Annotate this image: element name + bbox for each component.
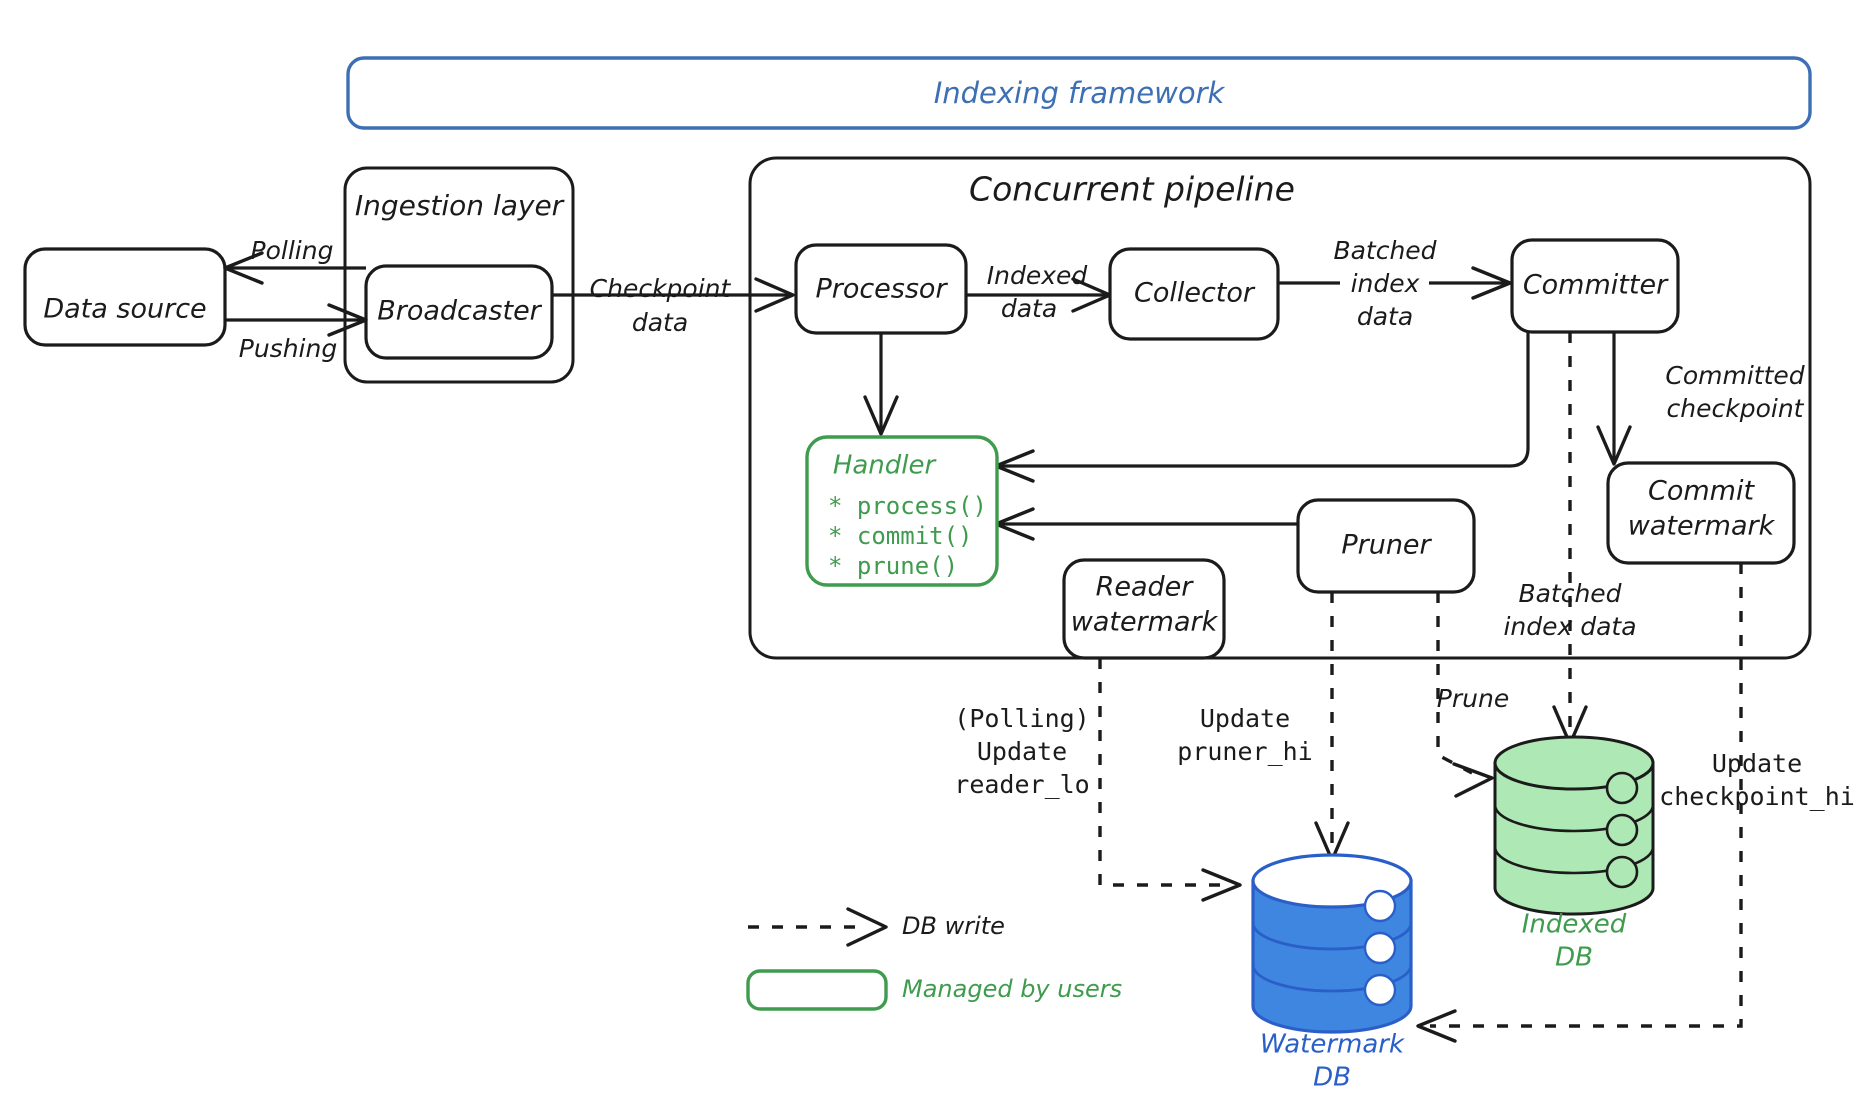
commit-watermark-box[interactable]	[1606, 461, 1796, 565]
legend-managed-swatch	[746, 969, 888, 1011]
node-reader-watermark[interactable]: Reader watermark	[1062, 558, 1226, 660]
indexed-db-label-line2: DB	[1555, 943, 1593, 973]
watermark-db-band-1	[1251, 922, 1413, 951]
batched-index-data-line2: index	[1351, 269, 1420, 298]
dbwrite-prune: Prune	[1436, 592, 1509, 798]
concurrent-pipeline-border	[748, 156, 1812, 660]
ingestion-layer-group: Ingestion layer	[343, 166, 575, 384]
checkpoint-hi-line1: Update	[1712, 749, 1802, 778]
reader-lo-line2: Update	[977, 737, 1067, 766]
handler-method-commit: * commit()	[828, 522, 973, 550]
ingestion-layer-border	[343, 166, 575, 384]
edge-indexed-data: Indexed data	[967, 261, 1112, 323]
batched-index-data-line3: data	[1357, 302, 1413, 331]
indexed-db-indicator-3	[1605, 855, 1639, 889]
legend-item-db-write: DB write	[748, 907, 1005, 947]
dbwrite-pruner-hi: Update pruner_hi	[1177, 592, 1350, 862]
checkpoint-hi-line2: checkpoint_hi	[1659, 782, 1855, 811]
edge-pushing: Pushing	[226, 303, 368, 363]
broadcaster-box[interactable]	[364, 264, 554, 360]
watermark-db-label-line1: Watermark	[1260, 1030, 1405, 1060]
edge-pruner-to-handler	[994, 507, 1297, 541]
database-watermark-db[interactable]: Watermark DB	[1251, 853, 1413, 1093]
collector-box[interactable]	[1108, 247, 1280, 341]
node-committer[interactable]: Committer	[1510, 238, 1680, 334]
collector-label: Collector	[1134, 278, 1256, 309]
indexed-db-indicator-1	[1605, 771, 1639, 805]
node-pruner[interactable]: Pruner	[1296, 498, 1476, 594]
committed-checkpoint-line1: Committed	[1665, 361, 1804, 390]
handler-title: Handler	[833, 451, 938, 481]
handler-box[interactable]	[805, 435, 999, 587]
ingestion-layer-label: Ingestion layer	[355, 189, 565, 222]
committed-checkpoint-line2: checkpoint	[1667, 394, 1805, 423]
commit-watermark-line1: Commit	[1648, 476, 1755, 507]
batched-index-data2-line2: index data	[1503, 612, 1636, 641]
watermark-db-indicator-3	[1363, 973, 1397, 1007]
dbwrite-batched-index-data: Batched index data	[1503, 332, 1637, 746]
edge-committed-checkpoint: Committed checkpoint	[1596, 332, 1805, 466]
broadcaster-label: Broadcaster	[377, 296, 542, 327]
node-handler[interactable]: Handler * process() * commit() * prune()	[805, 435, 999, 587]
committer-label: Committer	[1523, 270, 1669, 301]
commit-watermark-line2: watermark	[1628, 511, 1776, 542]
node-broadcaster[interactable]: Broadcaster	[364, 264, 554, 360]
processor-box[interactable]	[794, 243, 968, 335]
indexed-data-label-line2: data	[1001, 294, 1057, 323]
indexing-framework-frame: Indexing framework	[346, 56, 1812, 130]
reader-lo-line3: reader_lo	[954, 770, 1089, 799]
dbwrite-checkpoint-hi: Update checkpoint_hi	[1416, 563, 1855, 1043]
committer-box[interactable]	[1510, 238, 1680, 334]
checkpoint-data-label-line2: data	[632, 308, 688, 337]
node-commit-watermark[interactable]: Commit watermark	[1606, 461, 1796, 565]
pruner-label: Pruner	[1341, 530, 1432, 561]
node-processor[interactable]: Processor	[794, 243, 968, 335]
watermark-db-indicator-1	[1363, 889, 1397, 923]
node-data-source[interactable]: Data source	[23, 247, 227, 347]
handler-method-prune: * prune()	[828, 552, 958, 580]
polling-label: Polling	[251, 236, 334, 265]
concurrent-pipeline-title: Concurrent pipeline	[969, 170, 1295, 209]
pruner-hi-line2: pruner_hi	[1177, 737, 1312, 766]
edge-committer-to-handler	[994, 332, 1530, 483]
watermark-db-indicator-2	[1363, 931, 1397, 965]
legend-item-managed-by-users: Managed by users	[746, 969, 1122, 1011]
legend-db-write-label: DB write	[902, 912, 1005, 940]
edge-batched-index-data: Batched index data	[1279, 236, 1512, 331]
checkpoint-data-label-line1: Checkpoint	[590, 274, 732, 303]
reader-lo-line1: (Polling)	[954, 704, 1089, 733]
prune-label: Prune	[1437, 684, 1509, 713]
indexed-db-label-line1: Indexed	[1522, 910, 1627, 940]
processor-label: Processor	[815, 274, 948, 305]
batched-index-data-line1: Batched	[1333, 236, 1436, 265]
indexed-db-indicator-2	[1605, 813, 1639, 847]
database-indexed-db[interactable]: Indexed DB	[1493, 735, 1655, 973]
node-collector[interactable]: Collector	[1108, 247, 1280, 341]
indexed-data-label-line1: Indexed	[987, 261, 1088, 290]
pushing-label: Pushing	[239, 334, 337, 363]
reader-watermark-line1: Reader	[1096, 572, 1195, 603]
indexed-db-band-2	[1493, 846, 1655, 875]
pruner-box[interactable]	[1296, 498, 1476, 594]
watermark-db-label-line2: DB	[1313, 1063, 1351, 1093]
indexing-framework-title: Indexing framework	[934, 76, 1226, 110]
edge-processor-to-handler	[863, 334, 899, 436]
indexed-db-band-1	[1493, 804, 1655, 833]
data-source-box[interactable]	[23, 247, 227, 347]
indexing-framework-border	[346, 56, 1812, 130]
legend-managed-label: Managed by users	[902, 975, 1122, 1003]
pruner-hi-line1: Update	[1200, 704, 1290, 733]
legend: DB write Managed by users	[746, 907, 1122, 1011]
edge-checkpoint-data: Checkpoint data	[553, 274, 795, 337]
reader-watermark-box[interactable]	[1062, 558, 1226, 660]
batched-index-data2-line1: Batched	[1518, 579, 1621, 608]
reader-watermark-line2: watermark	[1071, 607, 1219, 638]
edge-polling: Polling	[223, 236, 366, 285]
dbwrite-reader-lo: (Polling) Update reader_lo	[954, 658, 1242, 902]
concurrent-pipeline-group: Concurrent pipeline	[748, 156, 1812, 660]
data-source-label: Data source	[43, 294, 206, 325]
handler-method-process: * process()	[828, 492, 987, 520]
watermark-db-band-2	[1251, 964, 1413, 993]
